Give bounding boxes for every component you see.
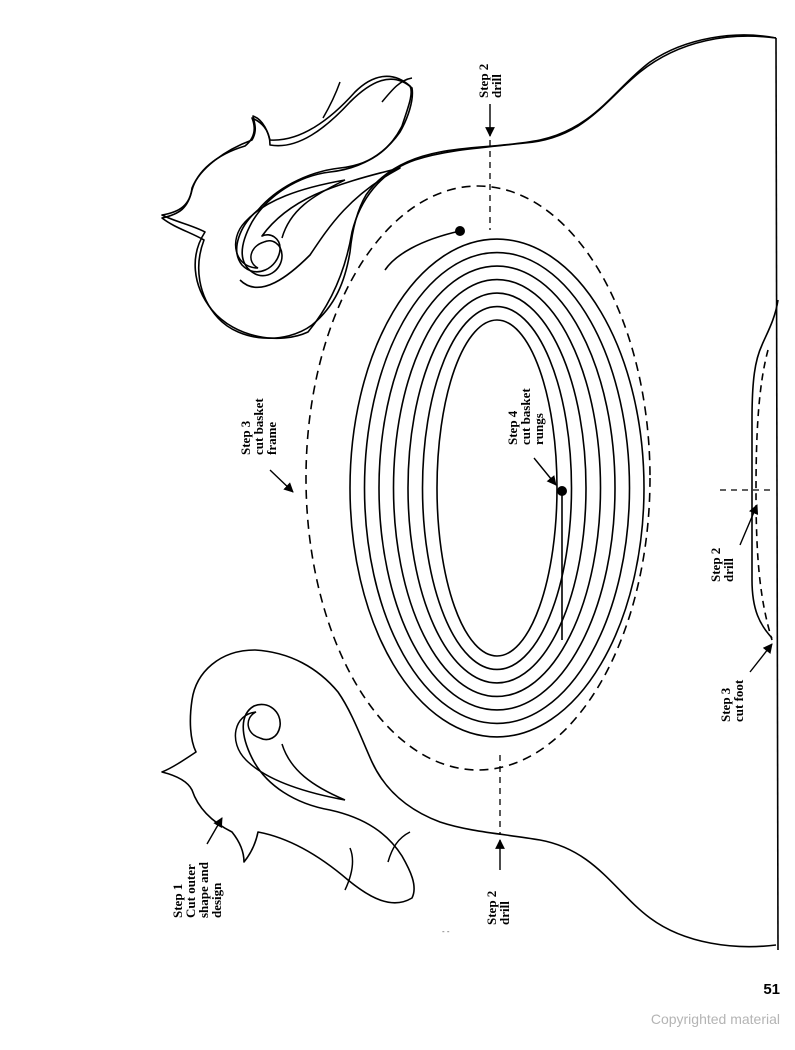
rung-lead-out (384, 230, 461, 271)
svg-text:Step 2: Step 2 (476, 64, 491, 98)
svg-text:cut foot: cut foot (731, 679, 746, 722)
label-step2-foot: Step 2 drill (708, 548, 736, 582)
basket-frame-dashed (305, 185, 651, 771)
svg-text:drill: drill (489, 74, 504, 98)
svg-text:cut basket: cut basket (251, 398, 266, 455)
rung-2 (421, 305, 573, 671)
upper-bird-scroll (234, 179, 346, 269)
arrow-step3-frame (269, 469, 294, 493)
drill-point-outer (455, 226, 465, 236)
arrow-step4 (533, 457, 557, 486)
svg-text:Step 2: Step 2 (484, 891, 499, 925)
label-step3-frame: Step 3 cut basket frame (238, 398, 279, 455)
rung-7 (349, 238, 645, 738)
rung-5 (378, 265, 616, 711)
basket-rungs (349, 230, 645, 738)
label-step3-foot: Step 3 cut foot (718, 679, 746, 722)
label-step1: Step 1 Cut outer shape and design (170, 861, 224, 918)
svg-text:shape and: shape and (196, 861, 211, 918)
outer-cut-line (161, 35, 777, 339)
copyright-notice: Copyrighted material (650, 1011, 780, 1027)
svg-text:Cut outer: Cut outer (183, 864, 198, 918)
speck-marks: - - (442, 927, 450, 936)
label-step2-top: Step 2 drill (476, 64, 504, 98)
svg-text:drill: drill (721, 558, 736, 582)
arrow-step2-foot (739, 504, 759, 546)
right-edge-line (775, 37, 779, 951)
svg-text:Step 4: Step 4 (505, 410, 520, 445)
svg-text:Step 1: Step 1 (170, 884, 185, 918)
arrow-step1 (206, 817, 223, 845)
foot-dashed-line (755, 349, 773, 641)
svg-text:rungs: rungs (531, 413, 546, 445)
rung-4 (392, 278, 602, 698)
svg-text:Step 2: Step 2 (708, 548, 723, 582)
foot-cut-line (751, 299, 779, 639)
rung-3 (407, 292, 587, 684)
svg-text:design: design (209, 882, 224, 918)
upper-bird-tail (322, 77, 413, 119)
rung-1 (436, 319, 558, 657)
label-step2-bottom: Step 2 drill (484, 891, 512, 925)
svg-text:frame: frame (264, 422, 279, 455)
svg-text:cut basket: cut basket (518, 388, 533, 445)
drill-point-center (557, 486, 567, 496)
label-step4: Step 4 cut basket rungs (505, 388, 546, 445)
lower-bird-outline (161, 649, 777, 948)
svg-text:Step 3: Step 3 (238, 420, 253, 455)
arrow-step3-foot (749, 643, 773, 673)
svg-text:Step 3: Step 3 (718, 687, 733, 722)
page-number: 51 (763, 981, 780, 998)
upper-bird-outline (161, 34, 777, 340)
rung-6 (363, 251, 631, 725)
lower-bird-scroll (234, 711, 346, 801)
lower-bird-tail (344, 831, 411, 891)
svg-text:drill: drill (497, 901, 512, 925)
